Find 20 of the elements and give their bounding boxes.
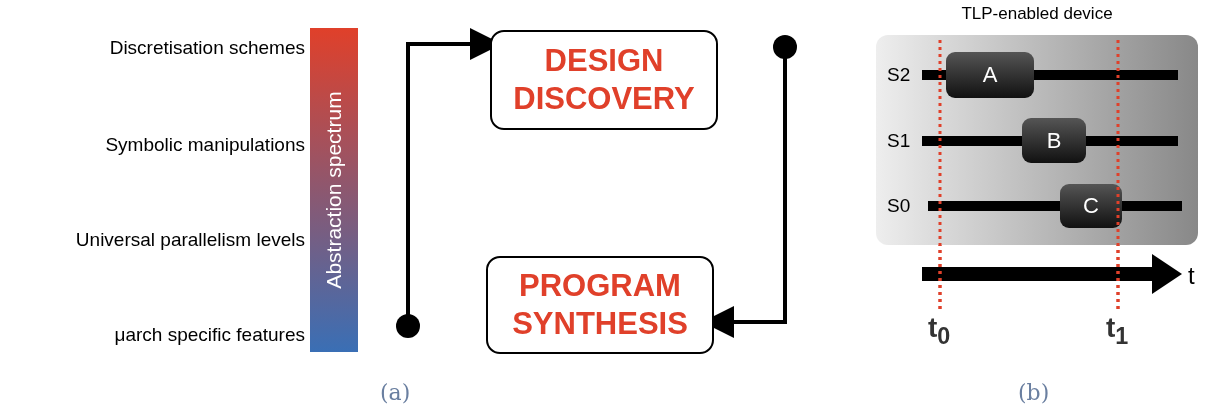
axis-label: t <box>1188 262 1195 290</box>
task-block: A <box>946 52 1034 98</box>
abstraction-gradient-bar <box>310 28 358 352</box>
row-label: Universal parallelism levels <box>75 229 305 251</box>
signal-label: S1 <box>887 130 911 152</box>
time-label: t$_{1}$ <box>1106 312 1129 350</box>
row-label: μarch specific features <box>114 324 305 346</box>
design-box: DESIGN DISCOVERY <box>490 30 718 130</box>
panel-caption: (a) <box>380 380 411 405</box>
signal-label: S2 <box>887 64 911 86</box>
synthesis-box: PROGRAM SYNTHESIS <box>486 256 714 354</box>
signal-label: S0 <box>887 195 911 217</box>
time-label: t$_{0}$ <box>928 312 951 350</box>
device-heading: TLP-enabled device <box>960 4 1114 24</box>
row-label: Symbolic manipulations <box>105 134 305 156</box>
panel-caption: (b) <box>1018 380 1050 405</box>
bar-label: Abstraction spectrum <box>322 91 346 289</box>
task-block: C <box>1060 184 1122 228</box>
row-label: Discretisation schemes <box>109 37 305 59</box>
task-block: B <box>1022 118 1086 163</box>
